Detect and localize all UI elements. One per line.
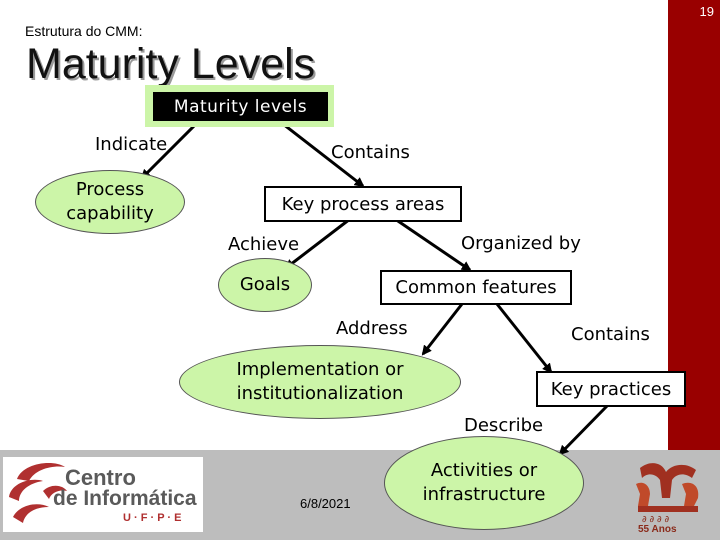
logo-line1: Centro [65, 465, 136, 490]
label-address: Address [336, 318, 408, 339]
goals-ellipse: Goals [218, 258, 312, 312]
crest-text: 55 Anos [638, 524, 677, 535]
arrow-contains-2 [495, 303, 553, 374]
activities-text: Activities or infrastructure [422, 460, 546, 505]
logo-line2: de Informática [53, 487, 197, 510]
label-achieve: Achieve [228, 234, 300, 255]
logo-mark-icon [9, 463, 67, 523]
arrow-indicate [140, 122, 198, 180]
key-practices-box: Key practices [536, 371, 686, 407]
arrow-achieve [284, 217, 351, 270]
process-capability-text: Process capability [66, 179, 154, 224]
activities-ellipse: Activities or infrastructure [384, 436, 584, 530]
label-indicate: Indicate [95, 134, 168, 155]
maturity-levels-box: Maturity levels [153, 92, 328, 121]
ufpe-crest: ∂ ∂ ∂ ∂ 55 Anos [626, 458, 710, 538]
arrow-organized-by [394, 217, 472, 272]
implementation-text: Implementation or institutionalization [236, 359, 404, 404]
label-contains-2: Contains [571, 324, 650, 345]
process-capability-ellipse: Process capability [35, 170, 185, 234]
slide-subtitle: Estrutura do CMM: [25, 23, 143, 39]
goals-text: Goals [239, 274, 291, 295]
slide-title: Maturity Levels [26, 40, 316, 88]
key-process-areas-box: Key process areas [264, 186, 462, 222]
svg-text:∂ ∂ ∂ ∂: ∂ ∂ ∂ ∂ [642, 515, 670, 525]
logo-line3: U · F · P · E [123, 512, 182, 524]
arrow-address [421, 303, 464, 356]
implementation-ellipse: Implementation or institutionalization [179, 345, 461, 419]
label-describe: Describe [464, 415, 544, 436]
arrow-contains [282, 122, 365, 188]
common-features-box: Common features [380, 270, 572, 305]
label-organized-by: Organized by [461, 233, 581, 254]
arrow-describe [558, 404, 609, 456]
centro-informatica-logo: Centro de Informática U · F · P · E [3, 457, 203, 532]
label-contains: Contains [331, 142, 410, 163]
crest-icon: ∂ ∂ ∂ ∂ [636, 463, 699, 525]
slide-number: 19 [699, 4, 714, 19]
slide-date: 6/8/2021 [300, 496, 351, 511]
